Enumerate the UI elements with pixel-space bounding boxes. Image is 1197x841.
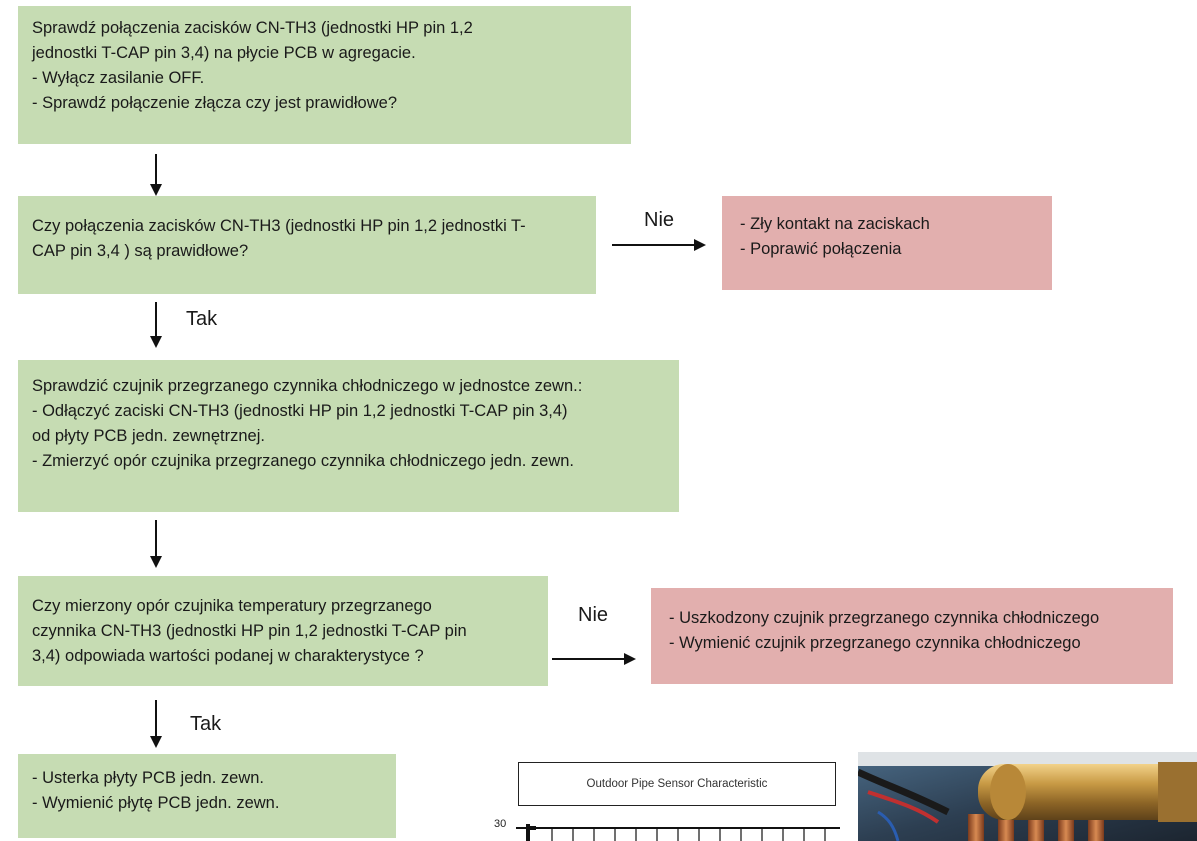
- question-connections-correct: Czy połączenia zacisków CN-TH3 (jednostk…: [18, 196, 596, 294]
- label-no-2: Nie: [578, 604, 609, 626]
- step1-line: - Wyłącz zasilanie OFF.: [32, 69, 205, 87]
- result-line: - Wymienić płytę PCB jedn. zewn.: [32, 794, 280, 812]
- label-yes-1: Tak: [186, 308, 218, 330]
- error1-line: - Zły kontakt na zaciskach: [740, 215, 930, 233]
- sensor-photo: [858, 752, 1197, 841]
- question-resistance-matches: Czy mierzony opór czujnika temperatury p…: [18, 576, 548, 686]
- result-line: - Usterka płyty PCB jedn. zewn.: [32, 769, 264, 787]
- step2-line: Sprawdzić czujnik przegrzanego czynnika …: [32, 377, 583, 395]
- question2-line: Czy mierzony opór czujnika temperatury p…: [32, 597, 432, 615]
- error2-line: - Wymienić czujnik przegrzanego czynnika…: [669, 634, 1081, 652]
- step1-line: jednostki T-CAP pin 3,4) na płycie PCB w…: [32, 44, 416, 62]
- sensor-characteristic-chart: Outdoor Pipe Sensor Characteristic 30: [490, 754, 842, 841]
- error-bad-contact: - Zły kontakt na zaciskach - Poprawić po…: [722, 196, 1052, 290]
- step2-line: od płyty PCB jedn. zewnętrznej.: [32, 427, 265, 445]
- step2-line: - Odłączyć zaciski CN-TH3 (jednostki HP …: [32, 402, 568, 420]
- step2-line: - Zmierzyć opór czujnika przegrzanego cz…: [32, 452, 575, 470]
- question2-line: czynnika CN-TH3 (jednostki HP pin 1,2 je…: [32, 622, 467, 640]
- label-yes-2: Tak: [190, 713, 222, 735]
- y-tick-label: 30: [494, 818, 507, 830]
- error-sensor-damaged: - Uszkodzony czujnik przegrzanego czynni…: [651, 588, 1173, 684]
- chart-grid: [516, 824, 840, 841]
- question2-line: 3,4) odpowiada wartości podanej w charak…: [32, 647, 424, 665]
- question1-line: CAP pin 3,4 ) są prawidłowe?: [32, 242, 249, 260]
- error2-line: - Uszkodzony czujnik przegrzanego czynni…: [669, 609, 1100, 627]
- step1-line: - Sprawdź połączenie złącza czy jest pra…: [32, 94, 397, 112]
- sensor-photo-illustration: [858, 752, 1197, 841]
- error1-line: - Poprawić połączenia: [740, 240, 902, 258]
- chart-title: Outdoor Pipe Sensor Characteristic: [518, 762, 836, 806]
- label-no-1: Nie: [644, 209, 675, 231]
- step1-line: Sprawdź połączenia zacisków CN-TH3 (jedn…: [32, 19, 473, 37]
- step-check-connections: Sprawdź połączenia zacisków CN-TH3 (jedn…: [18, 6, 631, 144]
- result-pcb-fault: - Usterka płyty PCB jedn. zewn. - Wymien…: [18, 754, 396, 838]
- question1-line: Czy połączenia zacisków CN-TH3 (jednostk…: [32, 217, 526, 235]
- step-check-sensor: Sprawdzić czujnik przegrzanego czynnika …: [18, 360, 679, 512]
